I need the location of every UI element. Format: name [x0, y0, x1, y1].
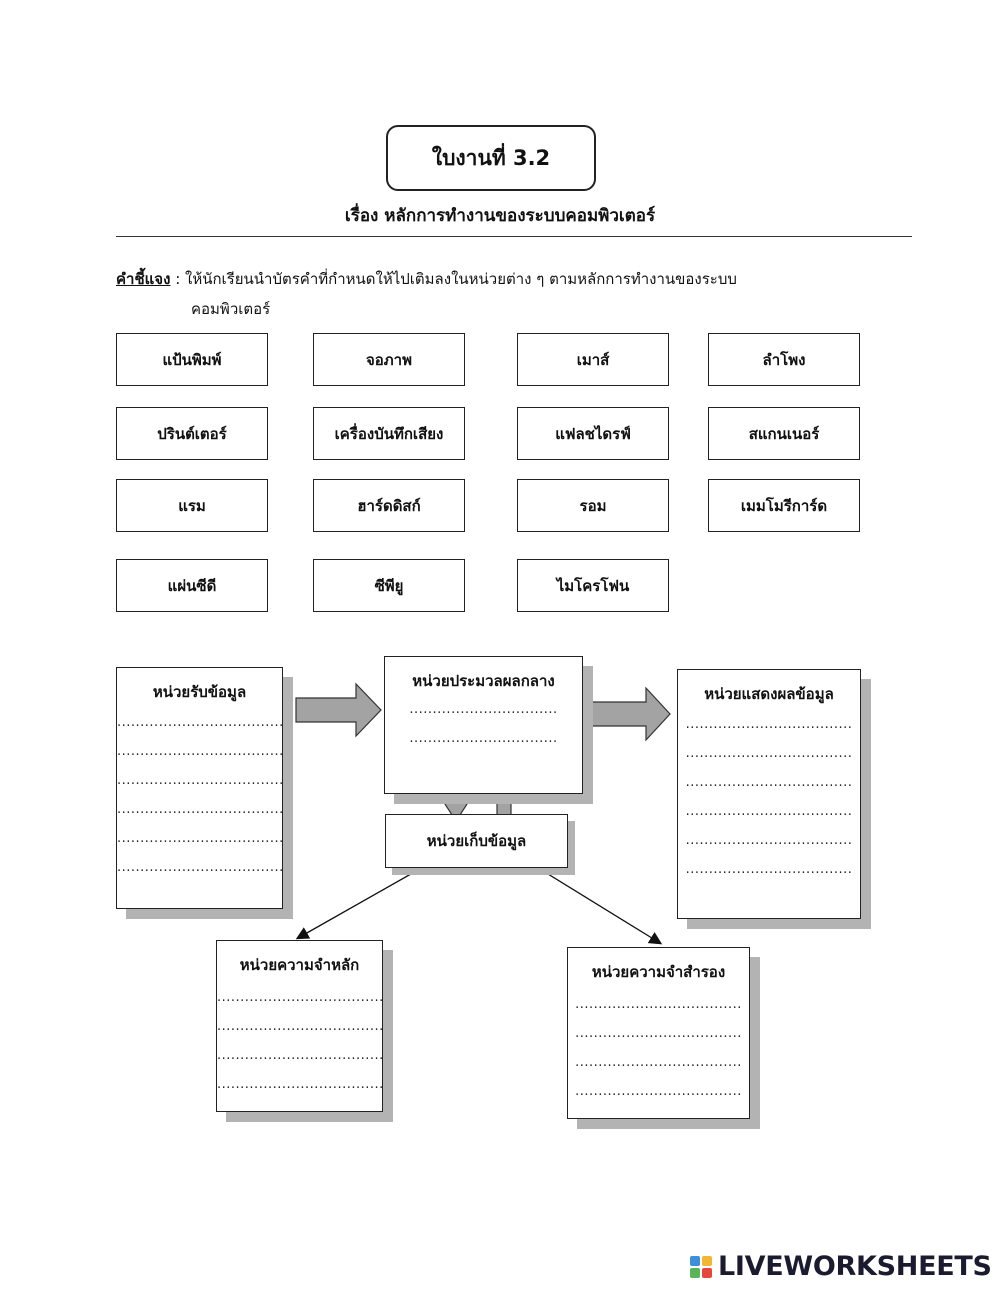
cpu-unit-title: หน่วยประมวลผลกลาง — [412, 672, 555, 690]
input-unit-box: หน่วยรับข้อมูล .........................… — [116, 667, 283, 909]
blank-line[interactable]: .................................... — [217, 1077, 384, 1092]
blank-line[interactable]: .................................... — [575, 997, 742, 1012]
word-card[interactable]: เมาส์ — [517, 333, 669, 386]
blank-line[interactable]: .................................... — [117, 802, 284, 817]
blank-line[interactable]: .................................... — [685, 804, 853, 819]
word-card[interactable]: รอม — [517, 479, 669, 532]
blank-line[interactable]: ................................ — [409, 702, 558, 717]
instructions-text-line2: คอมพิวเตอร์ — [191, 300, 271, 318]
arrow-cpu-to-output — [585, 686, 671, 742]
word-card[interactable]: เครื่องบันทึกเสียง — [313, 407, 465, 460]
liveworksheets-logo-icon — [690, 1255, 712, 1278]
secondary-memory-box: หน่วยความจำสำรอง .......................… — [567, 947, 750, 1119]
blank-line[interactable]: .................................... — [685, 746, 853, 761]
liveworksheets-logo-text: LIVEWORKSHEETS — [718, 1251, 992, 1282]
output-unit-title: หน่วยแสดงผลข้อมูล — [704, 685, 834, 703]
blank-line[interactable]: .................................... — [685, 833, 853, 848]
word-card[interactable]: แรม — [116, 479, 268, 532]
blank-line[interactable]: .................................... — [685, 717, 853, 732]
blank-line[interactable]: .................................... — [575, 1055, 742, 1070]
blank-line[interactable]: .................................... — [117, 860, 284, 875]
main-memory-title: หน่วยความจำหลัก — [239, 956, 360, 974]
line-storage-to-main-memory — [295, 865, 426, 940]
worksheet-subtitle: เรื่อง หลักการทำงานของระบบคอมพิวเตอร์ — [344, 206, 656, 226]
instructions-text-line1: : ให้นักเรียนนำบัตรคำที่กำหนดให้ไปเติมลง… — [170, 270, 737, 288]
storage-unit-box: หน่วยเก็บข้อมูล — [385, 814, 568, 868]
instructions: คำชี้แจง : ให้นักเรียนนำบัตรคำที่กำหนดให… — [116, 264, 816, 324]
word-card[interactable]: ปรินต์เตอร์ — [116, 407, 268, 460]
word-card[interactable]: แผ่นซีดี — [116, 559, 268, 612]
cpu-unit-box: หน่วยประมวลผลกลาง ......................… — [384, 656, 583, 794]
output-unit-box: หน่วยแสดงผลข้อมูล ......................… — [677, 669, 861, 919]
word-card[interactable]: เมมโมรีการ์ด — [708, 479, 860, 532]
word-card[interactable]: แป้นพิมพ์ — [116, 333, 268, 386]
blank-line[interactable]: ................................ — [409, 731, 558, 746]
word-card[interactable]: ไมโครโฟน — [517, 559, 669, 612]
blank-line[interactable]: .................................... — [575, 1026, 742, 1041]
word-card[interactable]: จอภาพ — [313, 333, 465, 386]
word-card[interactable]: สแกนเนอร์ — [708, 407, 860, 460]
secondary-memory-title: หน่วยความจำสำรอง — [591, 963, 726, 981]
blank-line[interactable]: .................................... — [217, 990, 384, 1005]
divider — [116, 236, 912, 237]
word-card[interactable]: ลำโพง — [708, 333, 860, 386]
arrow-input-to-cpu — [295, 682, 382, 738]
blank-line[interactable]: .................................... — [685, 862, 853, 877]
blank-line[interactable]: .................................... — [117, 773, 284, 788]
blank-line[interactable]: .................................... — [117, 831, 284, 846]
blank-line[interactable]: .................................... — [217, 1048, 384, 1063]
worksheet-title: ใบงานที่ 3.2 — [386, 125, 596, 191]
blank-line[interactable]: .................................... — [575, 1084, 742, 1099]
blank-line[interactable]: .................................... — [685, 775, 853, 790]
blank-line[interactable]: .................................... — [217, 1019, 384, 1034]
instructions-label: คำชี้แจง — [116, 270, 171, 288]
word-card[interactable]: ซีพียู — [313, 559, 465, 612]
line-storage-to-secondary-memory — [534, 865, 663, 945]
blank-line[interactable]: .................................... — [117, 715, 284, 730]
word-card[interactable]: แฟลชไดรฟ์ — [517, 407, 669, 460]
main-memory-box: หน่วยความจำหลัก ........................… — [216, 940, 383, 1112]
liveworksheets-logo: LIVEWORKSHEETS — [690, 1251, 992, 1282]
word-card[interactable]: ฮาร์ดดิสก์ — [313, 479, 465, 532]
input-unit-title: หน่วยรับข้อมูล — [152, 683, 247, 701]
blank-line[interactable]: .................................... — [117, 744, 284, 759]
